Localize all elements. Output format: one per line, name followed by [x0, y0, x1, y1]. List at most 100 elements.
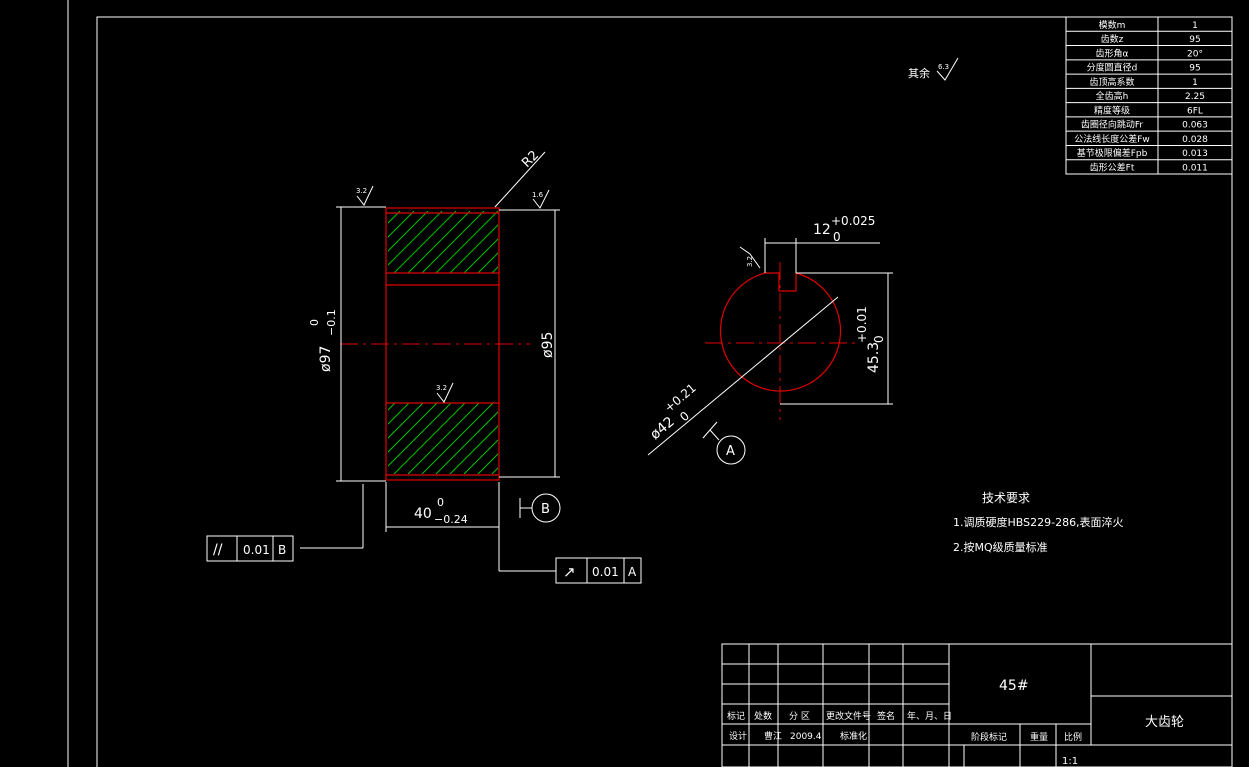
hatch-line	[296, 211, 358, 273]
parameter-table-border	[1065, 16, 1233, 175]
hatch-line	[310, 403, 381, 474]
tolerance-2-value: 0.01	[592, 565, 619, 579]
key-width-lower: 0	[833, 230, 841, 244]
hatch-line	[421, 403, 494, 474]
tb-header-file: 更改文件号	[826, 710, 871, 722]
other-roughness-value: 6.3	[938, 63, 949, 71]
radius-label: R2	[519, 148, 542, 171]
tb-header-sign: 签名	[877, 710, 895, 722]
parameter-label: 齿形角α	[1096, 47, 1129, 59]
outer-dia-dimension: ø97 0 −0.1	[308, 309, 338, 372]
gear-section-view: R2 3.2 1.6 3.2 ø97 0 −0.1 ø95 40 0 −0.24…	[268, 148, 666, 532]
hatch-line	[388, 211, 415, 238]
stage-mark-label: 阶段标记	[971, 731, 1007, 743]
bore-outline	[719, 272, 842, 392]
runout-symbol-icon: ↗	[563, 563, 576, 581]
leader-radius	[494, 151, 546, 208]
hatch-line	[562, 403, 633, 474]
scale-value: 1:1	[1062, 756, 1078, 767]
datum-b-label: B	[541, 502, 550, 517]
hatch-line	[268, 403, 339, 474]
hatch-line	[506, 211, 568, 273]
hatch-line	[449, 425, 498, 474]
hatch-line	[435, 411, 498, 474]
hatch-line	[388, 211, 401, 224]
parameter-value: 0.013	[1182, 149, 1208, 159]
roughness-symbol-icon	[936, 57, 959, 81]
parameter-label: 基节极限偏差Fpb	[1077, 147, 1148, 159]
depth-dimension: 45.3 +0.01 0	[855, 306, 886, 373]
hatch-line	[463, 238, 498, 273]
datum-a-label: A	[726, 444, 735, 459]
hub-view: 12 +0.025 0 3.2 45.3 +0.01 0 ø42 +0.21 0…	[647, 214, 893, 465]
material-label: 45#	[999, 678, 1029, 694]
inner-frame	[96, 16, 1233, 767]
parameter-value: 1	[1192, 21, 1198, 31]
datum-b-circle	[531, 493, 561, 523]
hatch-line	[388, 403, 424, 439]
hatch-line	[534, 211, 596, 273]
parameter-label: 分度圆直径d	[1087, 62, 1138, 74]
bore-dia-lower: 0	[677, 409, 692, 425]
key-roughness-icon	[739, 246, 761, 269]
hatch-line	[604, 211, 666, 273]
width-upper: 0	[437, 496, 444, 509]
datum-a-stem	[709, 429, 720, 441]
hatch-line	[520, 211, 582, 273]
parameter-label: 模数m	[1099, 19, 1126, 31]
hatch-line	[506, 403, 577, 474]
roughness-mid-icon	[436, 382, 454, 403]
weight-label: 重量	[1030, 731, 1048, 743]
hatch-line	[393, 403, 466, 474]
parameter-label: 全齿高h	[1096, 90, 1129, 102]
hatch-line	[324, 211, 386, 273]
title-block-border	[721, 643, 1233, 767]
hatch-line	[477, 453, 498, 474]
key-width-upper: +0.025	[831, 214, 875, 228]
parameter-label: 齿圈径向跳动Fr	[1081, 119, 1144, 131]
hatch-line	[393, 211, 457, 273]
roughness-left-value: 3.2	[356, 187, 367, 195]
hatch-line	[388, 211, 429, 252]
pitch-dia-label: ø95	[540, 332, 556, 358]
hatch-line	[534, 403, 605, 474]
hatch-line	[407, 211, 471, 273]
tolerance-1-datum: B	[278, 543, 286, 557]
hatch-bottom	[268, 403, 647, 474]
datum-a-circle	[716, 435, 746, 465]
parameter-value: 0.011	[1182, 164, 1208, 174]
parameter-label: 齿数z	[1101, 33, 1124, 45]
parameter-value: 6FL	[1187, 106, 1203, 116]
hatch-line	[449, 224, 498, 273]
tolerance-2-box	[555, 557, 642, 584]
tech-requirement-1: 1.调质硬度HBS229-286,表面淬火	[953, 515, 1124, 529]
roughness-mid-value: 3.2	[436, 384, 447, 392]
tb-standardization: 标准化	[840, 730, 867, 742]
parameter-value: 2.25	[1185, 92, 1205, 102]
hatch-line	[435, 211, 498, 273]
hatch-line	[388, 403, 438, 453]
parameter-label: 精度等级	[1094, 104, 1130, 116]
hatch-line	[491, 467, 498, 474]
hatch-line	[388, 403, 452, 467]
key-roughness-value: 3.2	[746, 256, 754, 267]
parameter-value: 95	[1189, 35, 1200, 45]
depth-upper: +0.01	[855, 306, 869, 343]
bore-dia-dim-line	[647, 296, 839, 456]
width-lower: −0.24	[434, 513, 468, 526]
tolerance-1-value: 0.01	[243, 543, 270, 557]
hatch-line	[548, 403, 619, 474]
hatch-line	[477, 252, 498, 273]
tb-header-date: 年、月、日	[907, 710, 952, 722]
depth-lower: 0	[872, 335, 886, 343]
tolerance-1-box	[206, 535, 294, 562]
outer-dia-lower: −0.1	[325, 309, 338, 336]
hatch-line	[576, 403, 647, 474]
hatch-line	[590, 211, 652, 273]
tolerance-frame-parallel: // 0.01 B	[206, 484, 364, 562]
tb-designer: 曹江	[764, 730, 782, 742]
hatch-line	[268, 211, 330, 273]
tech-requirements-title: 技术要求	[982, 491, 1030, 505]
